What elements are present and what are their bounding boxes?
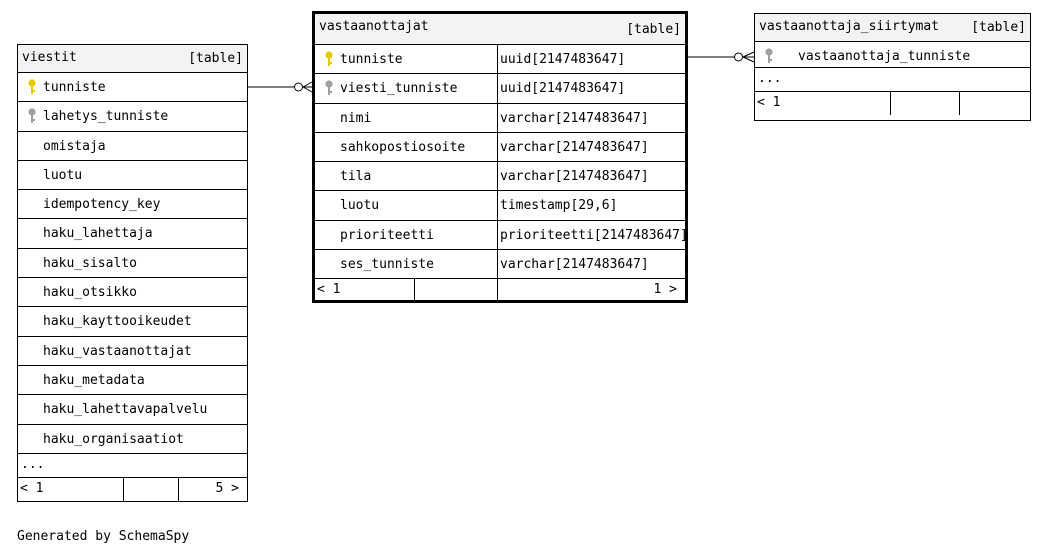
column-name: haku_metadata (43, 372, 145, 388)
column-row[interactable]: haku_sisalto (18, 249, 247, 279)
column-divider (497, 220, 498, 250)
footer-divider (414, 279, 415, 303)
column-divider (497, 250, 498, 279)
primary-key-icon (27, 79, 37, 95)
column-row[interactable]: haku_lahettavapalvelu (18, 395, 247, 425)
column-row[interactable]: haku_vastaanottajat (18, 337, 247, 366)
column-name: haku_kayttooikeudet (43, 314, 192, 330)
footer-divider (497, 279, 498, 303)
column-type: prioriteetti[2147483647] (500, 227, 688, 243)
column-name: lahetys_tunniste (43, 109, 169, 125)
column-type: timestamp[29,6] (500, 198, 618, 214)
column-row[interactable]: luotu (18, 161, 247, 191)
column-name: sahkopostiosoite (340, 139, 466, 155)
column-name: luotu (340, 198, 380, 214)
column-row[interactable]: ses_tunniste varchar[2147483647] (315, 250, 685, 280)
table-kind-label: [table] (971, 20, 1026, 35)
children-count[interactable]: 1 > (653, 282, 677, 298)
generated-by-credit: Generated by SchemaSpy (17, 529, 190, 544)
more-columns-indicator: ... (18, 454, 247, 478)
foreign-key-icon (27, 108, 37, 124)
column-name: haku_organisaatiot (43, 431, 184, 447)
column-name: ses_tunniste (340, 257, 434, 273)
column-row[interactable]: haku_lahettaja (18, 219, 247, 249)
parents-count[interactable]: < 1 (757, 95, 781, 110)
column-divider (497, 45, 498, 74)
table-vastaanottaja-siirtymat[interactable]: vastaanottaja_siirtymat [table] vastaano… (754, 13, 1031, 121)
column-row[interactable]: haku_kayttooikeudet (18, 307, 247, 337)
more-columns-indicator: ... (755, 68, 1030, 92)
column-row[interactable]: tunniste uuid[2147483647] (315, 45, 685, 75)
column-row[interactable]: haku_metadata (18, 366, 247, 396)
column-divider (497, 103, 498, 132)
table-name[interactable]: vastaanottaja_siirtymat (759, 19, 940, 34)
footer-divider (959, 92, 960, 115)
column-name: haku_lahettavapalvelu (43, 402, 208, 418)
table-header: vastaanottajat [table] (315, 14, 685, 45)
column-type: varchar[2147483647] (500, 139, 649, 155)
table-name[interactable]: viestit (22, 50, 77, 65)
column-name: luotu (43, 167, 83, 183)
column-name: nimi (340, 110, 372, 126)
column-row[interactable]: nimi varchar[2147483647] (315, 103, 685, 133)
column-name: tunniste (340, 52, 403, 67)
column-row[interactable]: omistaja (18, 132, 247, 161)
table-header: vastaanottaja_siirtymat [table] (755, 14, 1030, 42)
primary-key-icon (324, 51, 334, 67)
table-footer: < 1 (755, 92, 1030, 115)
table-vastaanottajat[interactable]: vastaanottajat [table] tunniste uuid[2147… (312, 11, 688, 303)
table-header: viestit [table] (18, 45, 247, 73)
column-name: tila (340, 169, 372, 185)
column-name: haku_sisalto (43, 255, 137, 271)
column-divider (497, 162, 498, 191)
column-type: varchar[2147483647] (500, 110, 649, 126)
column-type: varchar[2147483647] (500, 169, 649, 185)
column-row[interactable]: idempotency_key (18, 190, 247, 220)
table-viestit[interactable]: viestit [table] tunniste lahetys_tunniste… (17, 44, 248, 502)
column-name: vastaanottaja_tunniste (798, 49, 971, 64)
footer-divider (890, 92, 891, 115)
foreign-key-icon (764, 48, 774, 64)
column-row[interactable]: prioriteetti prioriteetti[2147483647] (315, 220, 688, 251)
column-name: viesti_tunniste (340, 81, 458, 97)
column-divider (497, 132, 498, 162)
column-row[interactable]: tunniste (18, 73, 247, 103)
column-row[interactable]: viesti_tunniste uuid[2147483647] (315, 74, 685, 104)
column-row[interactable]: haku_otsikko (18, 278, 247, 308)
column-type: uuid[2147483647] (500, 52, 626, 67)
relationship-vastaanottajat-siirtymat (687, 51, 755, 63)
parents-count[interactable]: < 1 (317, 282, 341, 298)
column-type: uuid[2147483647] (500, 81, 626, 97)
footer-divider (123, 477, 124, 501)
column-divider (497, 74, 498, 103)
footer-divider (178, 477, 179, 501)
parents-count[interactable]: < 1 (20, 480, 44, 496)
column-name: haku_otsikko (43, 285, 137, 301)
column-name: prioriteetti (340, 227, 434, 243)
column-row[interactable]: tila varchar[2147483647] (315, 162, 685, 192)
column-name: haku_vastaanottajat (43, 343, 192, 359)
table-name[interactable]: vastaanottajat (319, 19, 429, 34)
column-name: haku_lahettaja (43, 226, 153, 242)
table-footer: < 1 5 > (18, 477, 247, 501)
relationship-viestit-vastaanottajat (248, 81, 313, 93)
table-kind-label: [table] (188, 51, 243, 66)
column-type: varchar[2147483647] (500, 257, 649, 273)
column-row[interactable]: lahetys_tunniste (18, 102, 247, 132)
column-row[interactable]: vastaanottaja_tunniste (755, 42, 1030, 68)
table-kind-label: [table] (626, 22, 681, 37)
column-name: idempotency_key (43, 197, 161, 213)
column-row[interactable]: haku_organisaatiot (18, 425, 247, 454)
table-footer: < 1 1 > (315, 279, 685, 303)
foreign-key-icon (324, 80, 334, 96)
column-name: omistaja (43, 138, 106, 154)
column-divider (497, 191, 498, 220)
children-count[interactable]: 5 > (215, 480, 239, 496)
column-name: tunniste (43, 80, 106, 95)
column-row[interactable]: sahkopostiosoite varchar[2147483647] (315, 132, 685, 163)
column-row[interactable]: luotu timestamp[29,6] (315, 191, 685, 221)
